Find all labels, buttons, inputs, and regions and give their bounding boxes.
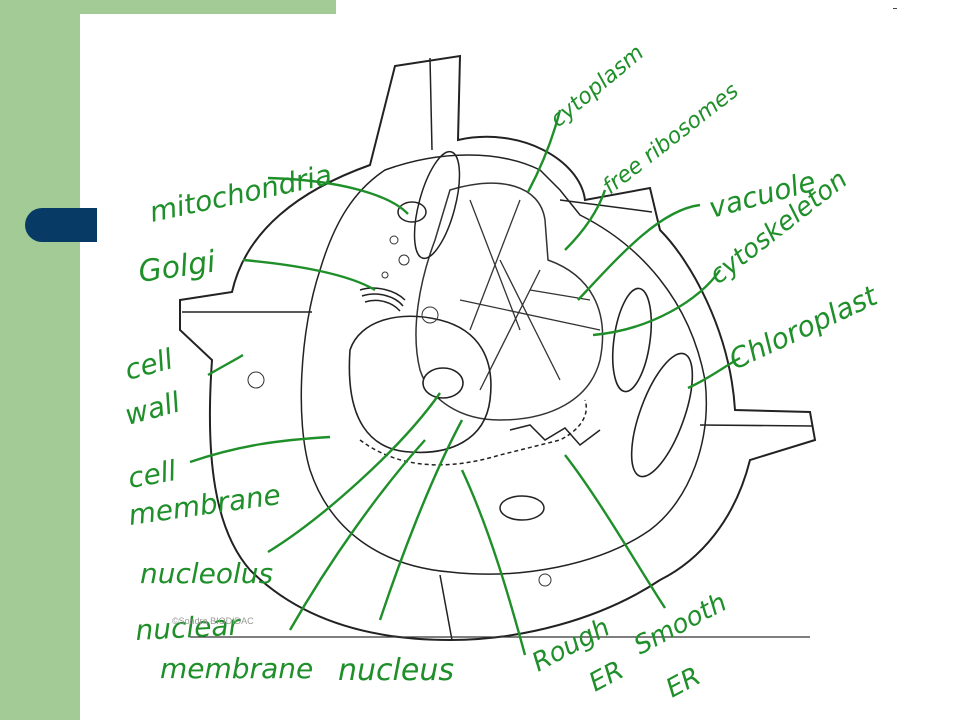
label-mitochondria: mitochondria [147, 158, 335, 229]
wall-junction-top [429, 57, 433, 151]
wall-junction-bottom [439, 574, 453, 641]
mitochondria-shapes [397, 150, 545, 521]
label-golgi: Golgi [136, 244, 218, 290]
vacuole-shape [415, 182, 604, 421]
smooth-er-shape [509, 424, 601, 447]
label-chloroplast: Chloroplast [724, 279, 883, 377]
wall-junction-right [699, 424, 813, 427]
corner-mark [893, 8, 897, 9]
leader-lines [189, 109, 741, 656]
green-sidebar-band [0, 0, 80, 720]
label-smooth-er-1: Smooth [629, 588, 732, 662]
label-cell-membrane-1: cell [125, 454, 178, 495]
cell-membrane-outline [300, 154, 708, 575]
label-nuclear-membrane-1: nuclear [135, 608, 243, 647]
green-top-band [80, 0, 336, 14]
label-rough-er-2: ER [584, 655, 629, 698]
label-nucleus: nucleus [338, 653, 454, 688]
nucleus-drawing [348, 315, 492, 454]
rough-er-shape [359, 399, 587, 466]
label-nucleolus: nucleolus [140, 557, 273, 590]
labels: cytoplasm free ribosomes mitochondria va… [121, 40, 883, 704]
nuclear-envelope [348, 315, 492, 454]
label-free-ribosomes: free ribosomes [598, 79, 743, 200]
label-cell-wall-2: wall [121, 385, 183, 431]
nucleolus-shape [422, 367, 464, 399]
image-credit: ©Sondra BIODIDAC [172, 616, 254, 626]
chloroplast-shapes [611, 287, 694, 478]
cell-wall-outline [179, 54, 817, 642]
label-cell-wall-1: cell [121, 342, 176, 386]
vesicles [247, 235, 552, 587]
label-cytoplasm: cytoplasm [546, 40, 649, 132]
label-smooth-er-2: ER [661, 661, 706, 704]
navy-tab-pill [25, 208, 97, 242]
content-card [80, 14, 960, 720]
cytoskeleton-strands [459, 199, 601, 391]
wall-junction-topright [559, 199, 653, 213]
label-nuclear-membrane-2: membrane [160, 652, 313, 685]
golgi-shape [359, 287, 406, 312]
cell-drawing [179, 54, 817, 642]
